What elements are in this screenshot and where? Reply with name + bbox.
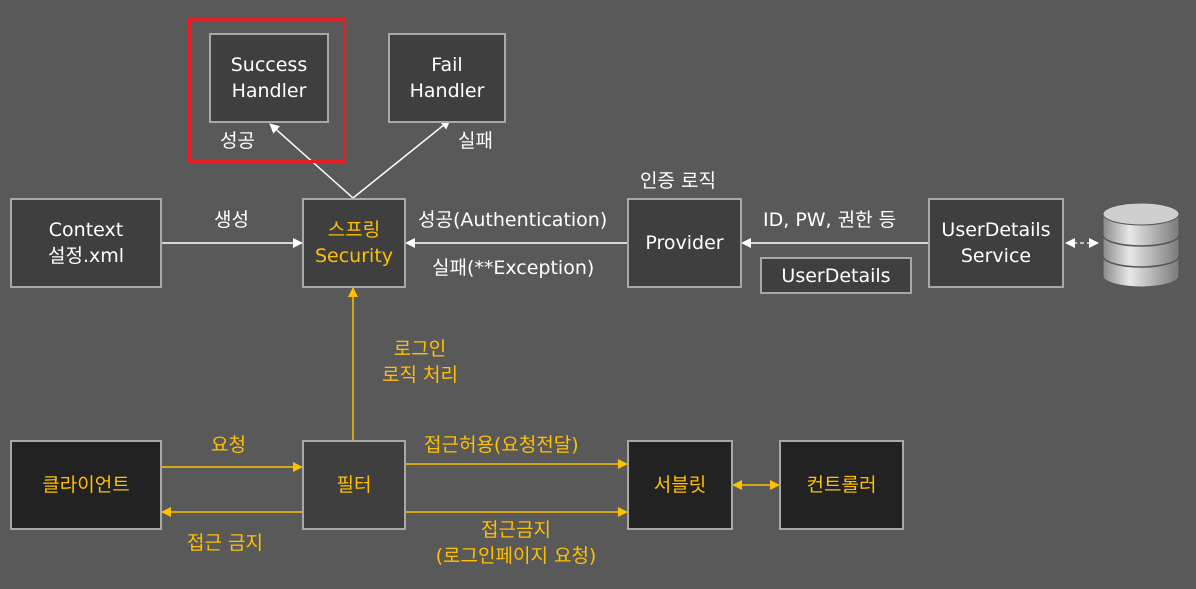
highlight-frame — [188, 18, 346, 163]
userdetails-node: UserDetails — [760, 257, 912, 294]
userdetails-service-node: UserDetails Service — [928, 198, 1064, 288]
client-node: 클라이언트 — [10, 440, 162, 530]
success-handler-node: Success Handler — [209, 33, 329, 123]
fail-handler-node: Fail Handler — [388, 33, 506, 123]
arrow-security-to-fail — [352, 119, 451, 199]
label-access-denied: 접근 금지 — [187, 532, 263, 554]
label-access-blocked: 접근금지 (로그인페이지 요청) — [435, 519, 597, 567]
label-fail: 실패 — [458, 130, 493, 152]
label-login-logic: 로그인 로직 처리 — [382, 338, 458, 386]
spring-security-node: 스프링 Security — [302, 198, 406, 288]
context-node: Context 설정.xml — [10, 198, 162, 288]
servlet-node: 서블릿 — [627, 440, 733, 530]
label-create: 생성 — [214, 209, 249, 231]
provider-node: Provider — [627, 198, 742, 288]
filter-node: 필터 — [302, 440, 406, 530]
label-success: 성공 — [220, 130, 255, 152]
controller-node: 컨트롤러 — [779, 440, 904, 530]
label-success-auth: 성공(Authentication) — [418, 209, 608, 231]
label-request: 요청 — [211, 434, 246, 456]
label-access-allowed: 접근허용(요청전달) — [424, 434, 579, 456]
label-auth-logic: 인증 로직 — [640, 170, 716, 192]
label-fail-exception: 실패(**Exception) — [432, 257, 595, 279]
label-id-pw: ID, PW, 권한 등 — [763, 209, 897, 231]
database-icon — [1102, 202, 1180, 288]
